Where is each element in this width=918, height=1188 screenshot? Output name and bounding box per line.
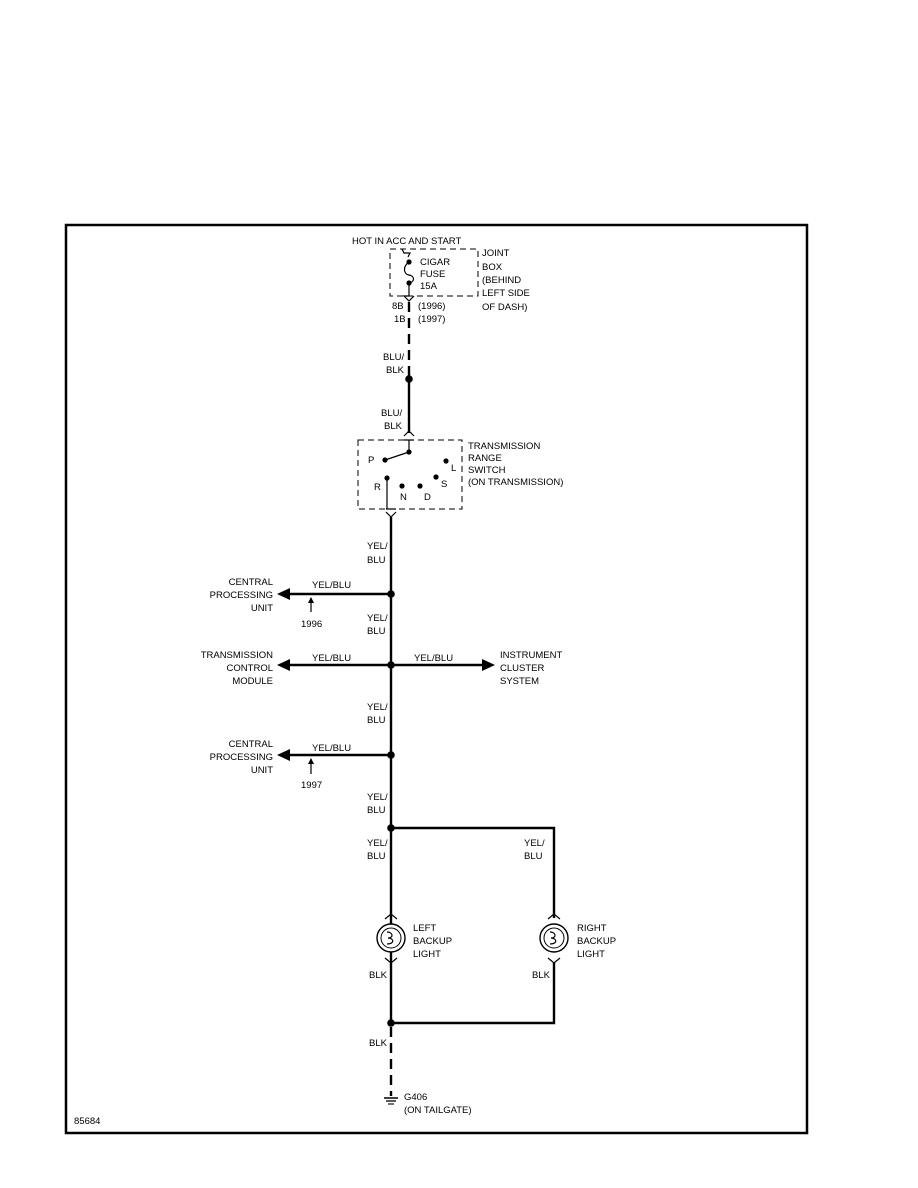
switch-contact-n: [399, 483, 405, 489]
ground-location: (ON TAILGATE): [404, 1105, 472, 1116]
tcm-label-1: TRANSMISSION: [201, 650, 273, 661]
joint-box-label-5: OF DASH): [482, 302, 527, 313]
cluster-label-3: SYSTEM: [500, 676, 539, 687]
year-label-1997: (1997): [418, 314, 445, 325]
cpu-1997-label-3: UNIT: [251, 765, 273, 776]
tcm-label-2: CONTROL: [227, 663, 273, 674]
wire-label-yel-blu-3a: YEL/: [367, 702, 388, 713]
arrow-cpu-1996: [277, 588, 290, 600]
wire-label-blu-blk-2a: BLU/: [381, 408, 402, 419]
fuse-terminal-top: [406, 259, 412, 265]
joint-box-label-2: BOX: [482, 262, 503, 273]
joint-box-label-3: (BEHIND: [482, 275, 521, 286]
cluster-label-1: INSTRUMENT: [500, 650, 562, 661]
wire-label-yel-blu-5b: BLU: [367, 851, 386, 862]
switch-pos-n: N: [400, 492, 407, 503]
figure-number: 85684: [74, 1116, 100, 1127]
fuse-label-2: FUSE: [420, 269, 445, 280]
wire-label-yel-blu-3b: BLU: [367, 715, 386, 726]
wire-label-blu-blk-2b: BLK: [384, 421, 403, 432]
switch-label-2: RANGE: [468, 453, 502, 464]
wire-right-light-ground: [391, 963, 556, 1025]
switch-contact-d: [417, 483, 423, 489]
wire-label-yel-blu-right-a: YEL/: [524, 838, 545, 849]
cluster-label-2: CLUSTER: [500, 663, 544, 674]
pin-label-1996: 8B: [392, 301, 404, 312]
cpu-1996-wire-label: YEL/BLU: [312, 580, 351, 591]
arrow-cpu-1997: [277, 749, 290, 761]
right-light-label-3: LIGHT: [577, 949, 605, 960]
fuse-label-3: 15A: [420, 281, 438, 292]
right-backup-light-bulb: [539, 913, 569, 964]
switch-box-outline: [357, 439, 463, 510]
ground-symbol: [384, 1097, 398, 1105]
fuse-symbol: [401, 248, 415, 302]
switch-label-4: (ON TRANSMISSION): [468, 477, 563, 488]
wire-label-blu-blk-1b: BLK: [386, 365, 405, 376]
switch-contact-p: [382, 457, 388, 463]
joint-box-outline: [389, 248, 479, 297]
left-light-label-3: LIGHT: [413, 949, 441, 960]
cpu-1997-year: 1997: [301, 780, 322, 791]
switch-pos-d: D: [424, 492, 431, 503]
joint-box-label-1: JOINT: [482, 248, 510, 259]
arrow-cluster: [482, 659, 495, 671]
wire-label-yel-blu-2b: BLU: [367, 626, 386, 637]
wire-label-yel-blu-5a: YEL/: [367, 838, 388, 849]
year-pointer-1996-head: [308, 597, 314, 603]
splice-ground: [387, 1019, 395, 1027]
wire-to-right-light: [391, 826, 556, 918]
wire-label-blk-ground: BLK: [369, 1038, 388, 1049]
switch-pos-s: S: [441, 479, 447, 490]
cpu-1997-label-2: PROCESSING: [210, 752, 273, 763]
right-light-label-1: RIGHT: [577, 923, 607, 934]
tcm-label-3: MODULE: [232, 676, 273, 687]
year-pointer-1997-head: [308, 758, 314, 764]
pin-label-1997: 1B: [394, 314, 406, 325]
cpu-1996-label-2: PROCESSING: [210, 590, 273, 601]
right-light-label-2: BACKUP: [577, 936, 616, 947]
left-light-label-2: BACKUP: [413, 936, 452, 947]
switch-contact-l: [443, 458, 449, 464]
cpu-1996-year: 1996: [301, 619, 322, 630]
left-backup-light-bulb: [376, 913, 406, 964]
switch-pos-r: R: [374, 482, 381, 493]
wire-label-blk-right: BLK: [532, 970, 551, 981]
wire-label-yel-blu-right-b: BLU: [524, 851, 543, 862]
wire-label-blu-blk-1a: BLU/: [383, 352, 404, 363]
wire-label-yel-blu-1b: BLU: [367, 555, 386, 566]
switch-arm: [384, 451, 410, 461]
year-label-1996: (1996): [418, 301, 445, 312]
switch-contact-s: [433, 474, 439, 480]
wire-label-yel-blu-4a: YEL/: [367, 792, 388, 803]
switch-connector-bottom: [385, 508, 397, 518]
cluster-wire-label: YEL/BLU: [414, 653, 453, 664]
left-light-label-1: LEFT: [413, 923, 436, 934]
wire-label-yel-blu-1a: YEL/: [367, 541, 388, 552]
arrow-tcm: [277, 659, 290, 671]
switch-label-1: TRANSMISSION: [468, 441, 540, 452]
switch-pos-l: L: [451, 463, 456, 474]
joint-box-label-4: LEFT SIDE: [482, 288, 530, 299]
wire-label-yel-blu-2a: YEL/: [367, 613, 388, 624]
hot-label: HOT IN ACC AND START: [352, 236, 461, 247]
cpu-1997-wire-label: YEL/BLU: [312, 743, 351, 754]
fuse-terminal-bottom: [406, 280, 412, 286]
wire-label-blk-left: BLK: [369, 970, 388, 981]
ground-id: G406: [404, 1092, 427, 1103]
switch-label-3: SWITCH: [468, 465, 506, 476]
switch-pos-p: P: [368, 455, 374, 466]
cpu-1996-label-1: CENTRAL: [229, 577, 273, 588]
fuse-label-1: CIGAR: [420, 257, 450, 268]
tcm-wire-label: YEL/BLU: [312, 653, 351, 664]
wire-label-yel-blu-4b: BLU: [367, 805, 386, 816]
cpu-1996-label-3: UNIT: [251, 603, 273, 614]
diagram-frame: [64, 223, 809, 1135]
cpu-1997-label-1: CENTRAL: [229, 739, 273, 750]
